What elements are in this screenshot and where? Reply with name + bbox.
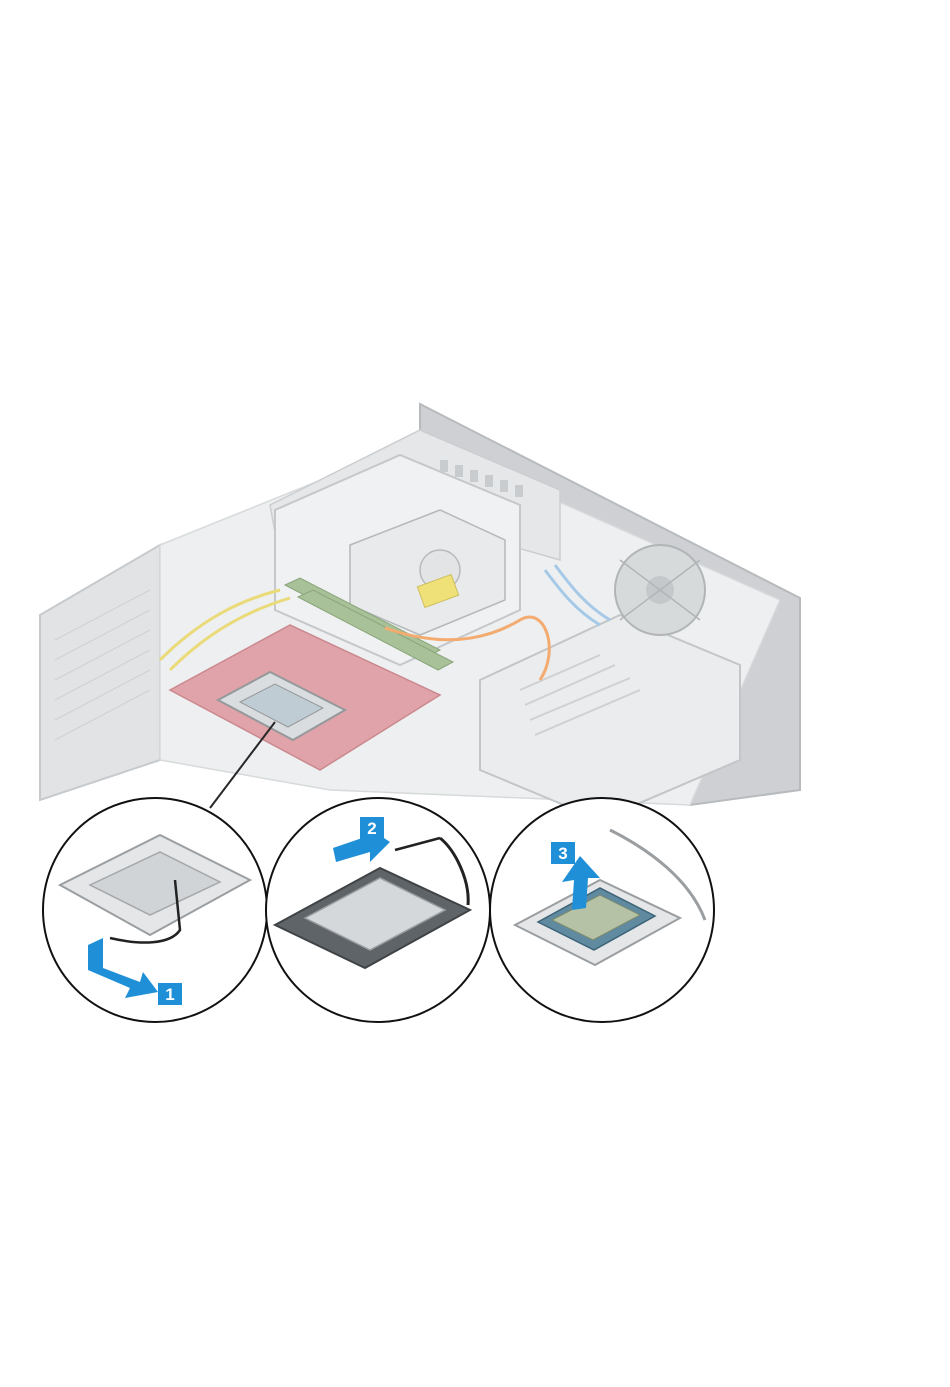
computer-chassis: [40, 404, 800, 820]
callout-step-1: 1: [43, 798, 267, 1022]
chassis-front-bezel: [40, 545, 160, 800]
step-number-3: 3: [558, 844, 567, 863]
callout-step-3: 3: [490, 798, 714, 1022]
step-number-1: 1: [165, 985, 174, 1004]
step-number-2: 2: [367, 819, 376, 838]
callout-step-2: 2: [266, 798, 490, 1022]
system-fan: [615, 545, 705, 635]
